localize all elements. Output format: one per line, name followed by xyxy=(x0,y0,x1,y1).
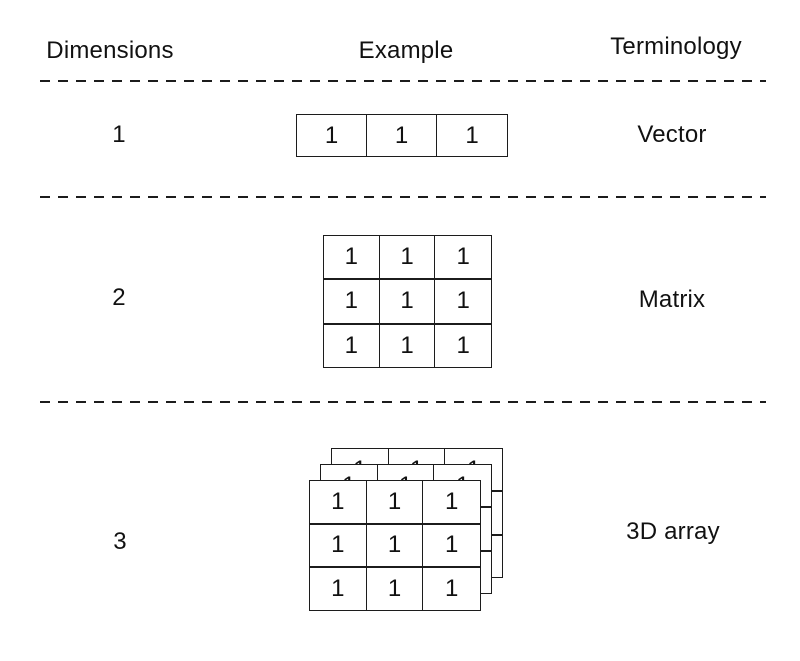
header-terminology: Terminology xyxy=(610,33,742,60)
header-dimensions: Dimensions xyxy=(46,37,174,64)
grid-cell-value: 1 xyxy=(310,568,367,610)
grid-cell-value: 1 xyxy=(366,481,424,525)
grid-cell-value: 1 xyxy=(380,324,436,367)
grid-cell-value: 1 xyxy=(324,324,380,367)
grid-cell-value: 1 xyxy=(435,280,491,325)
header-example: Example xyxy=(358,37,454,64)
grid-cell-value: 1 xyxy=(367,115,437,156)
grid-cell-value: 1 xyxy=(324,280,380,325)
grid-cell-value: 1 xyxy=(435,236,491,281)
row2-dimension-value: 2 xyxy=(112,284,126,311)
grid-cell-value: 1 xyxy=(297,115,367,156)
grid-cell-value: 1 xyxy=(379,280,436,325)
row1-terminology-label: Vector xyxy=(637,121,707,148)
grid-cell-value: 1 xyxy=(465,121,479,149)
row2-terminology-label: Matrix xyxy=(638,286,706,313)
row3-terminology-label: 3D array xyxy=(626,518,720,545)
grid-cell-value: 1 xyxy=(324,236,380,281)
grid-cell-value: 1 xyxy=(310,524,367,569)
grid-cell-value: 1 xyxy=(444,575,459,603)
grid-cell-value: 1 xyxy=(423,525,480,569)
grid-cell-value: 1 xyxy=(310,481,367,525)
grid-cell-value: 1 xyxy=(367,568,424,610)
row-divider xyxy=(40,401,766,403)
grid-cell-value: 1 xyxy=(456,331,470,359)
row-divider xyxy=(40,196,766,198)
row-divider xyxy=(40,80,766,82)
row1-dimension-value: 1 xyxy=(112,121,126,148)
row3-dimension-value: 3 xyxy=(113,528,127,555)
grid-cell-value: 1 xyxy=(423,481,480,525)
grid-cell-value: 1 xyxy=(379,236,436,281)
grid-cell-value: 1 xyxy=(366,524,424,569)
